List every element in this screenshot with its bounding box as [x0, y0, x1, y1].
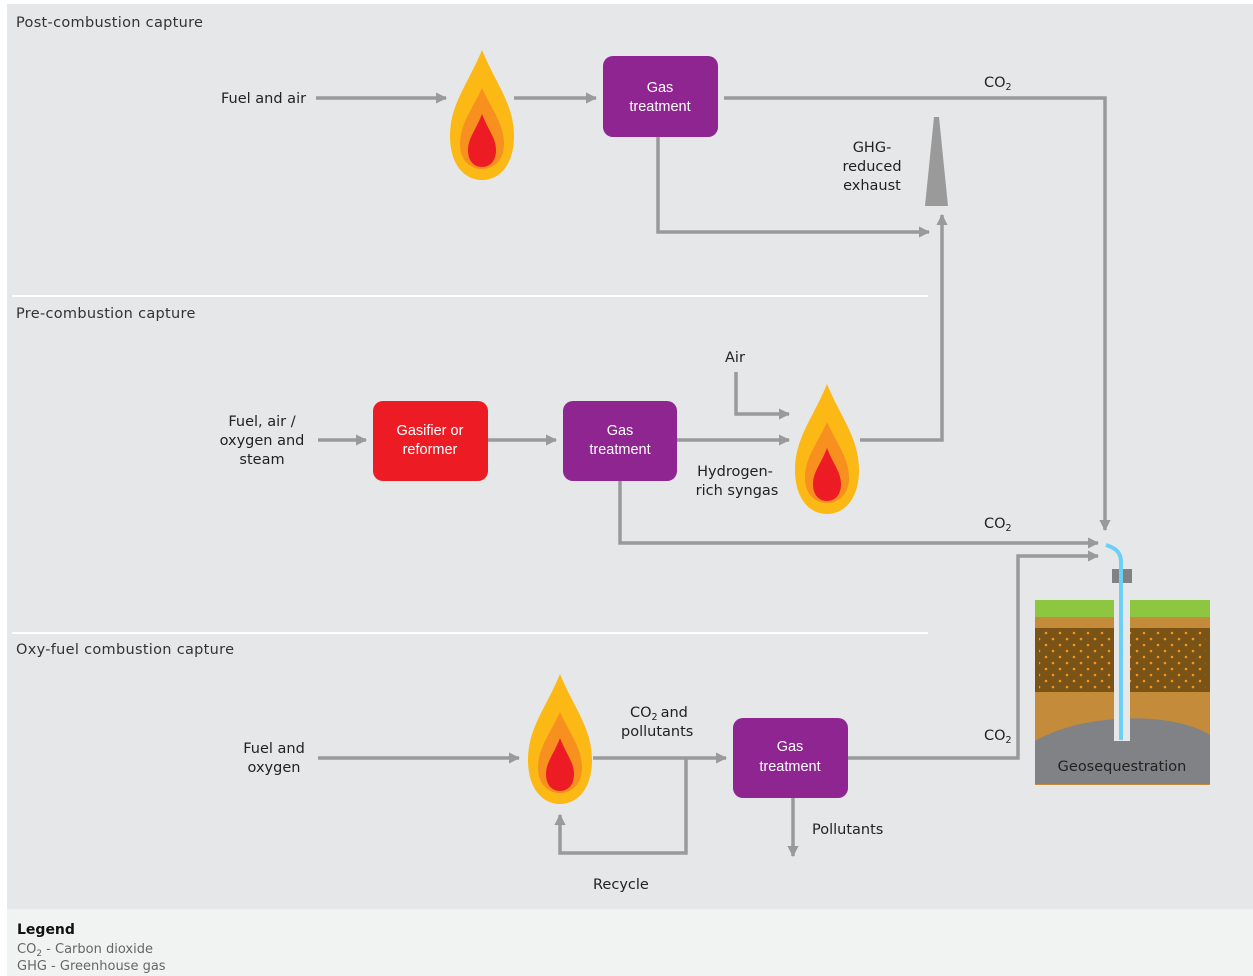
- label-air: Air: [725, 350, 745, 366]
- gas-treatment-label-1: Gas: [647, 80, 674, 96]
- rock-dome: [1035, 718, 1210, 784]
- label-ghg-2: reduced: [842, 159, 901, 175]
- label-fuel-mix-2: oxygen and: [220, 433, 305, 449]
- label-co2-post: CO2: [984, 75, 1012, 93]
- arrow-co2-pre-to-well: [618, 481, 1100, 549]
- gas-treatment-box-pre: [563, 401, 677, 481]
- legend-co2: CO2 - Carbon dioxide: [17, 942, 153, 959]
- post-combustion-flow: Fuel and air Gas treatment CO2 GHG- redu…: [221, 50, 1111, 532]
- gas-treatment-pre-label-1: Gas: [607, 423, 634, 439]
- gas-treatment-box-oxy: [733, 718, 848, 798]
- label-h2-1: Hydrogen-: [697, 464, 773, 480]
- gas-treatment-oxy-label-2: treatment: [759, 759, 820, 775]
- arrow-gas-to-exhaust: [656, 137, 931, 238]
- section-title-pre: Pre-combustion capture: [16, 306, 196, 322]
- legend-title: Legend: [17, 922, 75, 938]
- label-co2-oxy: CO2: [984, 728, 1012, 746]
- label-h2-2: rich syngas: [696, 483, 779, 499]
- section-title-oxy: Oxy-fuel combustion capture: [16, 642, 234, 658]
- geosequestration-graphic: Geosequestration: [1035, 543, 1210, 785]
- gas-treatment-pre-label-2: treatment: [589, 442, 650, 458]
- legend-ghg: GHG - Greenhouse gas: [17, 959, 166, 974]
- exhaust-stack-icon: [925, 117, 948, 206]
- label-fuel-mix-3: steam: [239, 452, 284, 468]
- gas-treatment-label-2: treatment: [629, 99, 690, 115]
- label-recycle: Recycle: [593, 877, 649, 893]
- label-fuel-oxy-1: Fuel and: [243, 741, 305, 757]
- label-fuel-mix-1: Fuel, air /: [228, 414, 295, 430]
- legend-panel: [7, 909, 1253, 976]
- gasifier-label-2: reformer: [403, 442, 458, 458]
- label-ghg-1: GHG-: [853, 140, 892, 156]
- section-title-post: Post-combustion capture: [16, 15, 203, 31]
- arrow-co2-oxy-to-well: [848, 550, 1100, 760]
- label-ghg-3: exhaust: [843, 178, 901, 194]
- arrow-recycle: [554, 758, 688, 855]
- label-geosequestration: Geosequestration: [1058, 759, 1187, 775]
- arrow-air-to-flame: [734, 372, 791, 420]
- label-fuel-and-air: Fuel and air: [221, 91, 306, 107]
- label-pollutants-2: pollutants: [621, 724, 693, 740]
- gasifier-box: [373, 401, 488, 481]
- arrow-co2-to-well: [724, 96, 1111, 532]
- arrow-flame-to-exhaust: [860, 213, 948, 442]
- injection-pipe-icon: [1105, 543, 1123, 740]
- label-fuel-oxy-2: oxygen: [248, 760, 301, 776]
- gas-treatment-oxy-label-1: Gas: [777, 739, 804, 755]
- gas-treatment-box: [603, 56, 718, 137]
- gasifier-label-1: Gasifier or: [397, 423, 464, 439]
- label-co2-pre: CO2: [984, 516, 1012, 534]
- label-pollutants: Pollutants: [812, 822, 883, 838]
- legend: Legend CO2 - Carbon dioxide GHG - Greenh…: [17, 922, 166, 974]
- pre-combustion-flow: Fuel, air / oxygen and steam Gasifier or…: [220, 213, 1100, 549]
